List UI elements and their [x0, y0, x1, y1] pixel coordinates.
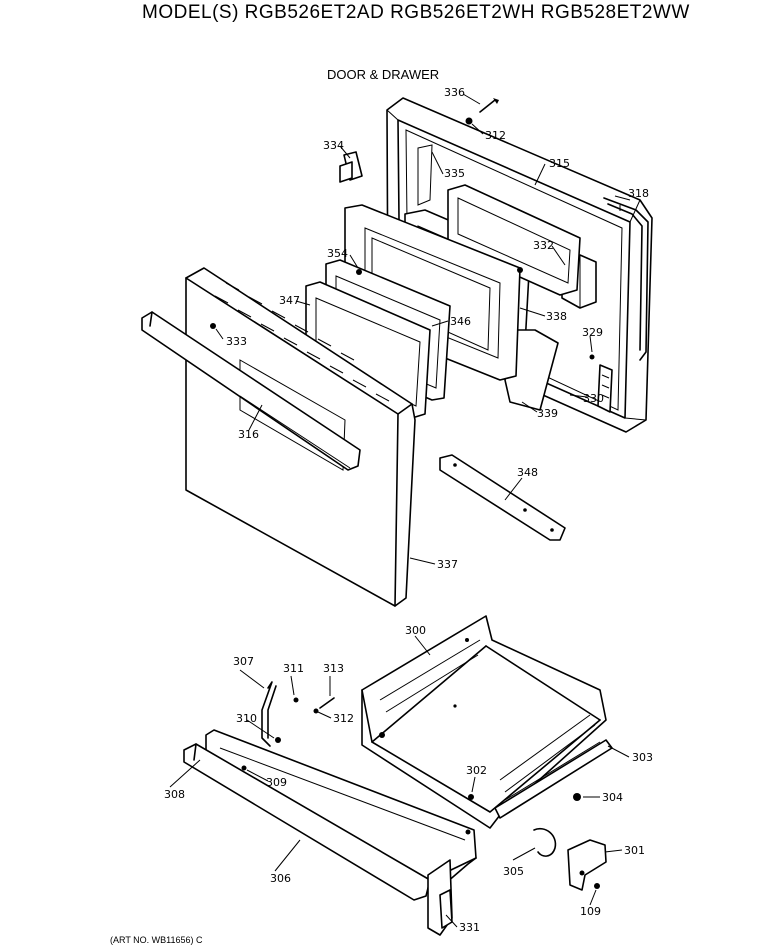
- part-label: 307: [233, 655, 254, 668]
- part-label: 313: [323, 662, 344, 675]
- part-label: 304: [602, 791, 623, 804]
- part-label: 312: [333, 712, 354, 725]
- door-stop-bracket: [339, 151, 363, 183]
- part-label: 339: [537, 407, 558, 420]
- art-number: (ART NO. WB11656) C: [110, 935, 203, 945]
- part-label: 300: [405, 624, 426, 637]
- door-handle: [141, 311, 361, 471]
- part-label: 347: [279, 294, 300, 307]
- drawer-clip: [533, 828, 557, 857]
- part-label: 312: [485, 129, 506, 142]
- part-label: 311: [283, 662, 304, 675]
- part-labels: 336 312 334 335 315 318 354 332 347 346 …: [164, 86, 653, 934]
- part-label: 310: [236, 712, 257, 725]
- hinge-bracket: [597, 364, 613, 413]
- part-label: 301: [624, 844, 645, 857]
- part-label: 302: [466, 764, 487, 777]
- part-label: 337: [437, 558, 458, 571]
- part-label: 306: [270, 872, 291, 885]
- part-label: 331: [459, 921, 480, 934]
- part-label: 318: [628, 187, 649, 200]
- part-label: 348: [517, 466, 538, 479]
- section-title: DOOR & DRAWER: [327, 67, 440, 82]
- leader-lines: [169, 93, 631, 928]
- part-label: 334: [323, 139, 344, 152]
- slide-bracket: [567, 839, 607, 891]
- model-title: MODEL(S) RGB526ET2AD RGB526ET2WH RGB528E…: [142, 2, 690, 23]
- part-label: 329: [582, 326, 603, 339]
- door-hinge: [439, 454, 566, 541]
- heat-shield-panel: [504, 329, 559, 411]
- door-gasket-strip: [603, 197, 649, 361]
- part-label: 332: [533, 239, 554, 252]
- part-label: 354: [327, 247, 348, 260]
- drawer-body: [361, 615, 607, 829]
- part-label: 315: [549, 157, 570, 170]
- part-label: 335: [444, 167, 465, 180]
- part-label: 309: [266, 776, 287, 789]
- drawer-fasteners: [241, 697, 581, 801]
- door-screw: [465, 98, 499, 125]
- drawer-gasket: [261, 681, 277, 747]
- part-label: 338: [546, 310, 567, 323]
- part-label: 333: [226, 335, 247, 348]
- screw-markers: [210, 267, 595, 360]
- drawer-handle: [183, 743, 431, 901]
- drawer-bracket: [439, 889, 453, 929]
- part-label: 316: [238, 428, 259, 441]
- part-label: 305: [503, 865, 524, 878]
- part-label: 336: [444, 86, 465, 99]
- part-label: 330: [583, 392, 604, 405]
- part-label: 303: [632, 751, 653, 764]
- part-label: 308: [164, 788, 185, 801]
- part-label: 346: [450, 315, 471, 328]
- part-label: 109: [580, 905, 601, 918]
